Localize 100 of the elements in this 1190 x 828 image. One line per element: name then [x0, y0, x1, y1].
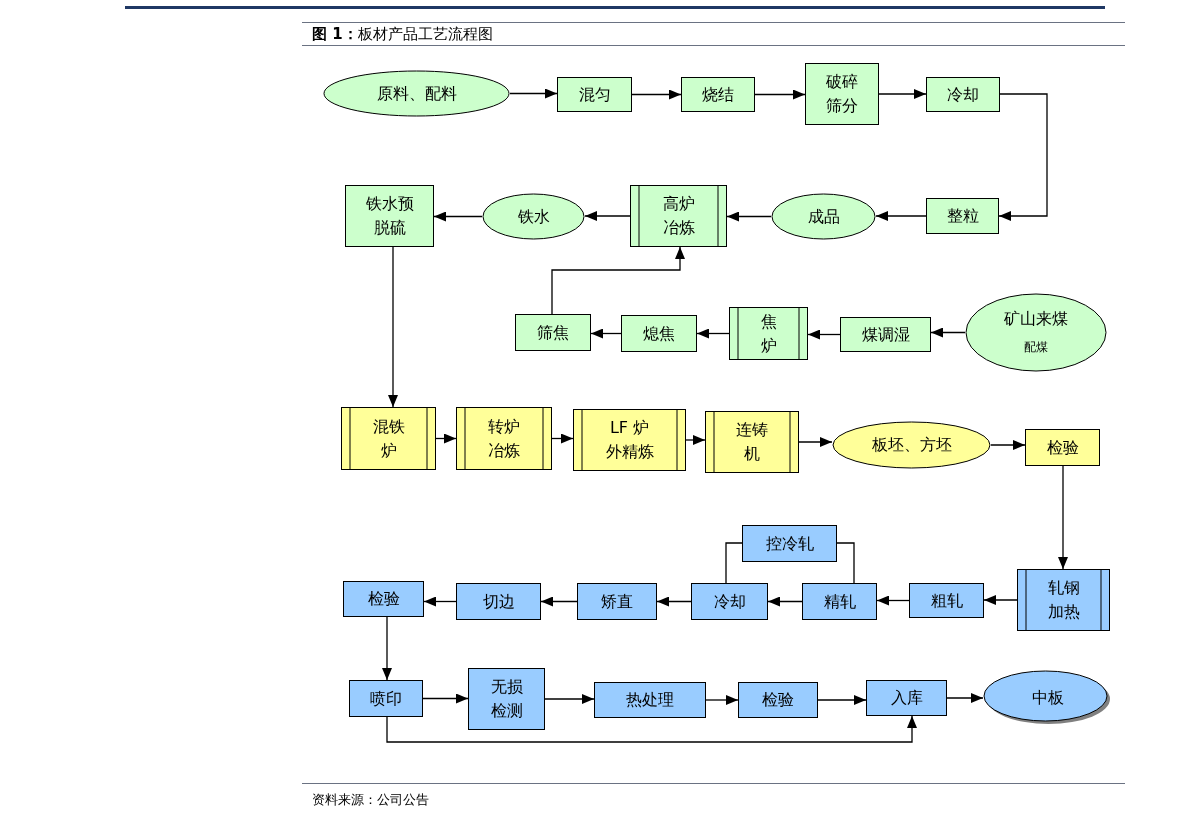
process-box — [621, 315, 697, 352]
arrow — [726, 211, 772, 222]
process-box — [926, 198, 999, 234]
arrow — [767, 596, 803, 607]
process-box — [594, 682, 706, 718]
process-ellipse — [983, 670, 1112, 726]
process-box — [343, 581, 424, 617]
arrow — [551, 433, 574, 444]
node-label: 烧结 — [701, 83, 735, 106]
process-box — [802, 583, 877, 620]
node-label: 铁水 — [516, 205, 551, 228]
node-label: 铁水预脱硫 — [364, 193, 415, 239]
process-box — [691, 583, 768, 620]
process-box — [349, 680, 423, 717]
process-box — [909, 583, 984, 618]
arrow — [798, 437, 833, 447]
arrow — [998, 93, 1048, 221]
predefined-process-box — [456, 407, 552, 470]
arrow — [685, 435, 706, 445]
node-label: 板坯、方坯 — [870, 434, 953, 456]
arrow — [1058, 465, 1068, 570]
process-box — [577, 583, 657, 620]
node-label: 切边 — [481, 590, 516, 613]
arrow — [876, 595, 910, 606]
process-box — [456, 583, 541, 620]
node-label: 轧钢加热 — [1046, 577, 1081, 623]
node-label: 无损检测 — [489, 676, 524, 722]
source-note: 资料来源：公司公告 — [312, 791, 429, 809]
node-label: 混铁炉 — [371, 415, 406, 462]
node-label: 粗轧 — [929, 589, 964, 612]
process-box — [738, 682, 818, 718]
arrow — [878, 89, 927, 99]
predefined-process-box — [630, 185, 727, 247]
arrow — [540, 596, 578, 607]
process-ellipse — [965, 293, 1107, 372]
process-box — [742, 525, 837, 562]
predefined-process-box — [705, 411, 799, 473]
node-label: 高炉冶炼 — [661, 193, 696, 239]
process-box — [840, 317, 931, 352]
node-label: 配煤 — [1023, 338, 1049, 356]
predefined-process-box — [341, 407, 436, 470]
arrow — [551, 246, 685, 315]
arrow — [817, 695, 867, 705]
node-label: 转炉冶炼 — [487, 415, 521, 462]
process-box — [805, 63, 879, 125]
node-label: 中板 — [1030, 687, 1065, 709]
process-ellipse — [323, 70, 510, 117]
process-box — [515, 314, 591, 351]
arrow — [544, 694, 595, 704]
node-label: 检验 — [366, 588, 401, 610]
node-label: 冷却 — [712, 590, 747, 613]
arrow — [423, 596, 457, 607]
arrow — [983, 595, 1018, 605]
node-label: 焦炉 — [759, 310, 778, 357]
predefined-process-box — [573, 409, 686, 471]
node-label: 检验 — [1045, 436, 1080, 459]
process-ellipse — [482, 193, 585, 240]
arrow — [705, 695, 739, 705]
node-label: 喷印 — [369, 687, 403, 710]
node-label: 煤调湿 — [860, 323, 911, 346]
node-label: 筛焦 — [536, 321, 570, 344]
arrow — [388, 246, 398, 408]
arrow — [386, 715, 917, 743]
node-label: 冷却 — [946, 83, 980, 106]
node-label: 精轧 — [822, 590, 857, 613]
node-label: 熄焦 — [642, 322, 676, 345]
arrow — [807, 329, 841, 340]
arrow — [754, 89, 806, 100]
arrow — [590, 328, 622, 339]
node-label: 热处理 — [625, 689, 675, 711]
process-box — [557, 77, 632, 112]
process-box — [345, 185, 434, 247]
arrow — [656, 596, 692, 607]
arrow — [435, 433, 457, 444]
node-label: 连铸机 — [735, 419, 769, 465]
node-label: 入库 — [889, 687, 924, 709]
arrow — [946, 693, 984, 703]
arrow — [930, 327, 966, 338]
node-label: 破碎筛分 — [825, 71, 859, 117]
connector-line — [836, 542, 855, 584]
node-label: 原料、配料 — [375, 82, 458, 105]
arrow — [990, 440, 1026, 450]
process-box — [681, 77, 755, 112]
arrow — [382, 616, 392, 681]
node-label: 成品 — [806, 205, 841, 228]
process-box — [866, 680, 947, 716]
arrow — [631, 89, 682, 100]
node-label: 检验 — [761, 689, 795, 711]
process-box — [926, 77, 1000, 112]
arrow — [509, 88, 558, 99]
node-label: 矫直 — [600, 590, 634, 613]
node-label: 控冷轧 — [764, 532, 815, 555]
node-label: 混匀 — [577, 83, 612, 106]
arrow — [433, 211, 483, 222]
process-box — [468, 668, 545, 730]
arrow — [584, 211, 631, 221]
node-label: 整粒 — [945, 205, 980, 227]
process-ellipse — [832, 421, 991, 469]
connector-line — [725, 542, 743, 584]
node-label: 矿山来煤 — [1003, 307, 1069, 330]
